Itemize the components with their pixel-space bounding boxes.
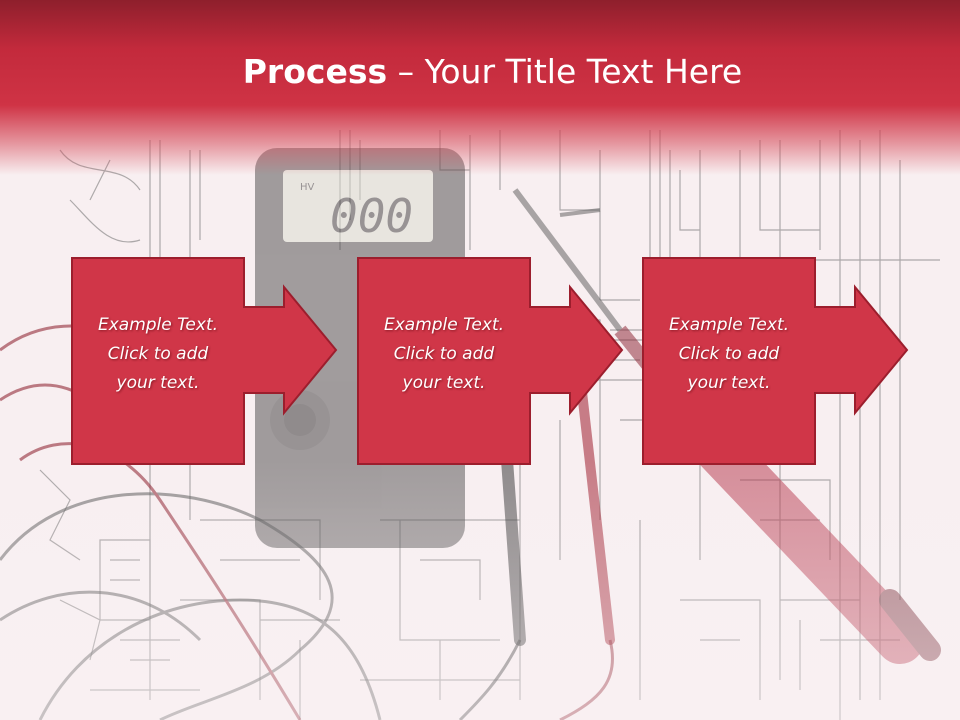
step-line-1: Example Text.: [668, 315, 790, 335]
step-text: Example Text. Click to add your text.: [71, 311, 245, 398]
title-bold: Process: [242, 52, 388, 91]
arrow-shape-icon: [71, 257, 338, 465]
step-line-1: Example Text.: [97, 315, 219, 335]
title-bar: [0, 0, 960, 175]
arrow-shape-icon: [642, 257, 909, 465]
step-text: Example Text. Click to add your text.: [357, 311, 531, 398]
svg-text:000: 000: [330, 189, 413, 243]
slide-title[interactable]: Process – Your Title Text Here: [0, 52, 960, 91]
step-text: Example Text. Click to add your text.: [642, 311, 816, 398]
step-line-2: Click to add: [678, 344, 780, 364]
arrow-shape-icon: [357, 257, 624, 465]
title-rest: – Your Title Text Here: [387, 52, 743, 91]
step-line-3: your text.: [402, 373, 486, 393]
svg-text:HV: HV: [300, 182, 315, 193]
step-line-1: Example Text.: [383, 315, 505, 335]
process-step-2[interactable]: Example Text. Click to add your text.: [357, 257, 624, 465]
process-step-1[interactable]: Example Text. Click to add your text.: [71, 257, 338, 465]
step-line-2: Click to add: [107, 344, 209, 364]
step-line-3: your text.: [116, 373, 200, 393]
bottom-fade: [0, 460, 960, 720]
step-line-2: Click to add: [393, 344, 495, 364]
process-step-3[interactable]: Example Text. Click to add your text.: [642, 257, 909, 465]
step-line-3: your text.: [687, 373, 771, 393]
